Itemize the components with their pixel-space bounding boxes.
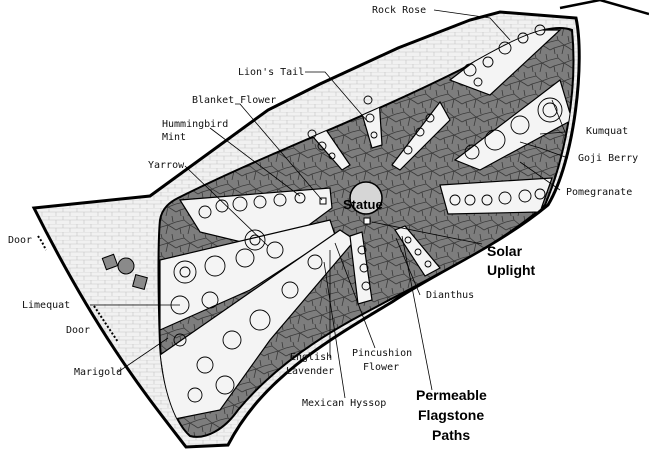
solar-uplight bbox=[363, 217, 371, 225]
label-paths-line2: Flagstone bbox=[418, 407, 484, 423]
kumquat-plants bbox=[464, 97, 563, 160]
label-blanket-flower: Blanket Flower bbox=[192, 95, 276, 106]
bed-pincushion bbox=[349, 231, 373, 305]
rock-rose-plants bbox=[463, 24, 546, 87]
label-paths-line3: Paths bbox=[432, 427, 470, 443]
limequat-plants bbox=[170, 241, 284, 315]
planter-round bbox=[117, 257, 135, 275]
planter-box bbox=[101, 253, 119, 271]
dianthus-plants bbox=[404, 236, 432, 268]
blanket-flower-marker bbox=[319, 197, 327, 205]
label-lions-tail: Lion's Tail bbox=[238, 67, 304, 78]
label-door-top: Door bbox=[8, 235, 32, 246]
label-rock-rose: Rock Rose bbox=[372, 5, 426, 16]
leader-lines bbox=[90, 9, 569, 399]
door-top-marker bbox=[37, 235, 47, 251]
plant-symbols bbox=[170, 24, 563, 403]
label-door-bottom: Door bbox=[66, 325, 90, 336]
label-hummingbird-mint-line2: Mint bbox=[162, 132, 186, 143]
label-paths-line1: Permeable bbox=[416, 387, 487, 403]
label-pincushion-line2: Flower bbox=[363, 362, 399, 373]
label-statue: Statue bbox=[343, 197, 383, 212]
pincushion-plants bbox=[357, 245, 371, 291]
pomegranate-plants bbox=[449, 188, 546, 206]
label-dianthus: Dianthus bbox=[426, 290, 474, 301]
planter-box-2 bbox=[132, 274, 148, 290]
label-pincushion-line1: Pincushion bbox=[352, 348, 412, 359]
door-bottom-marker bbox=[93, 305, 119, 343]
label-yarrow: Yarrow bbox=[148, 160, 185, 171]
label-pomegranate: Pomegranate bbox=[566, 187, 632, 198]
blanket-flower-plants bbox=[307, 129, 336, 160]
label-limequat: Limequat bbox=[22, 300, 70, 311]
yarrow-plants bbox=[198, 192, 306, 251]
marigold-plants bbox=[173, 254, 323, 403]
label-kumquat: Kumquat bbox=[586, 126, 628, 137]
label-mexican-hyssop: Mexican Hyssop bbox=[302, 398, 386, 409]
ne-small-plants bbox=[403, 113, 435, 155]
label-marigold: Marigold bbox=[74, 367, 122, 378]
label-solar-line2: Uplight bbox=[487, 262, 536, 278]
label-hummingbird-mint-line1: Hummingbird bbox=[162, 119, 228, 130]
label-goji-berry: Goji Berry bbox=[578, 153, 638, 164]
property-line bbox=[559, 0, 649, 16]
statue bbox=[349, 181, 383, 215]
bed-dianthus bbox=[394, 225, 441, 277]
label-english-lavender-line2: Lavender bbox=[286, 366, 334, 377]
lions-tail-plants bbox=[363, 95, 378, 139]
label-english-lavender-line1: English bbox=[290, 352, 332, 363]
label-solar-line1: Solar bbox=[487, 243, 523, 259]
